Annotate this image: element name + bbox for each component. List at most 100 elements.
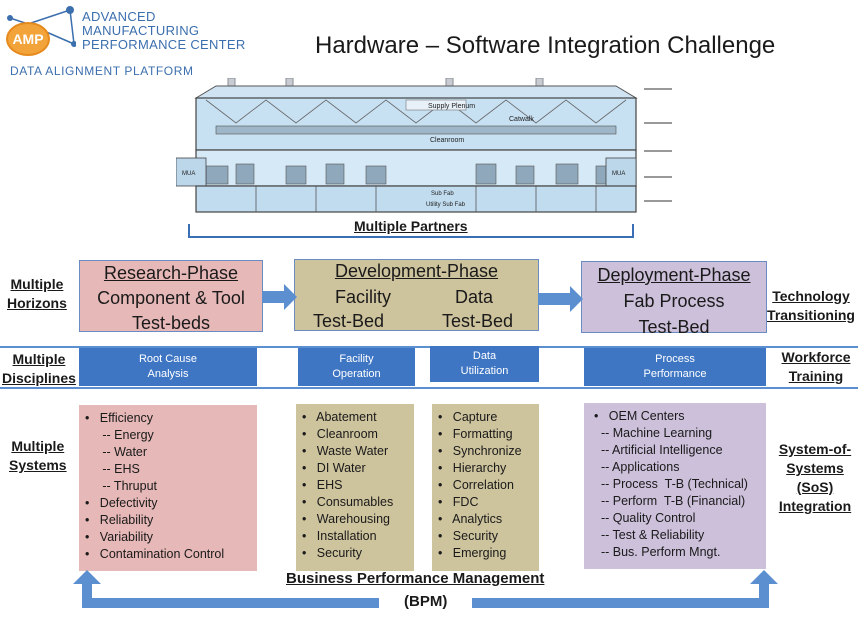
label-sub-fab: Sub Fab (431, 191, 454, 197)
label-line: Multiple (11, 438, 65, 454)
label-utility-sub-fab: Utility Sub Fab (426, 202, 466, 208)
arrow-right-icon (262, 284, 297, 310)
label-line: Disciplines (2, 370, 76, 386)
label-mua-left: MUA (182, 171, 195, 177)
list-item: -- Water (85, 445, 148, 459)
logo-text: AMP (12, 31, 44, 47)
list-item: • Installation (302, 529, 377, 543)
facility-testbed-label: Test-Bed (313, 310, 384, 332)
label-line: Integration (778, 498, 852, 514)
facility-testbed: Facility (335, 285, 391, 310)
cell-line: Facility (339, 353, 374, 365)
research-phase-box: Research-Phase Component & Tool Test-bed… (79, 260, 263, 333)
development-phase-title: Development-Phase (334, 261, 499, 281)
list-item: • Waste Water (302, 444, 389, 458)
label-line: Workforce (781, 349, 851, 365)
technology-transitioning-label: Technology Transitioning (764, 287, 858, 325)
cell-line: Root Cause (138, 353, 198, 365)
list-item: • EHS (302, 478, 343, 492)
list-item: • Defectivity (85, 496, 158, 510)
list-item: -- Machine Learning (594, 426, 713, 440)
deployment-phase-line: Test-Bed (638, 317, 710, 337)
label-line: (SoS) (796, 479, 834, 495)
multiple-disciplines-label: Multiple Disciplines (2, 350, 76, 388)
facility-systems-list: • Abatement • Cleanroom • Waste Water • DI … (296, 404, 414, 571)
research-phase-title: Research-Phase (103, 263, 239, 283)
cell-line: Operation (332, 368, 381, 380)
data-testbed-label: Test-Bed (442, 310, 513, 332)
list-item: • Formatting (438, 427, 513, 441)
label-line: Transitioning (767, 307, 855, 323)
bpm-title: Business Performance Management (286, 570, 545, 587)
amp-logo: AMP (6, 22, 50, 56)
list-item: • OEM Centers (594, 409, 685, 423)
cell-line: Analysis (147, 368, 189, 380)
list-item: • Variability (85, 530, 154, 544)
label-line: System-of- (778, 441, 852, 457)
list-item: -- Thruput (85, 479, 158, 493)
data-testbed: Data (455, 285, 493, 310)
list-item: • Security (438, 529, 498, 543)
list-item: • Security (302, 546, 362, 560)
org-line: ADVANCED (82, 9, 156, 24)
label-line: Technology (772, 288, 850, 304)
research-systems-list: • Efficiency -- Energy -- Water -- EHS -… (79, 405, 257, 571)
multiple-partners-label: Multiple Partners (351, 218, 471, 234)
partners-bracket (188, 224, 634, 238)
list-item: • DI Water (302, 461, 366, 475)
bpm-abbreviation: (BPM) (404, 593, 448, 610)
org-line: MANUFACTURING (82, 23, 200, 38)
label-catwalk: Catwalk (509, 116, 534, 123)
list-item: • Synchronize (438, 444, 522, 458)
list-item: • Reliability (85, 513, 154, 527)
dev-line: Test-Bed (442, 311, 514, 331)
list-item: • Emerging (438, 546, 507, 560)
cell-line: Utilization (460, 365, 509, 377)
arrow-right-icon (538, 286, 583, 312)
research-phase-line: Component & Tool (97, 288, 245, 308)
label-cleanroom: Cleanroom (430, 137, 464, 144)
list-item: -- Quality Control (594, 511, 696, 525)
label-line: Systems (9, 457, 67, 473)
multiple-horizons-label: Multiple Horizons (7, 275, 67, 313)
list-item: -- Energy (85, 428, 154, 442)
deployment-phase-line: Fab Process (623, 291, 725, 311)
list-item: • Contamination Control (85, 547, 225, 561)
list-item: • Efficiency (85, 411, 154, 425)
multiple-systems-label: Multiple Systems (9, 437, 67, 475)
cell-line: Data (472, 350, 497, 362)
list-item: • Cleanroom (302, 427, 378, 441)
band-bottom-line (0, 387, 858, 389)
cell-line: Process (655, 353, 695, 365)
list-item: -- Applications (594, 460, 680, 474)
list-item: • Analytics (438, 512, 503, 526)
org-name: ADVANCED MANUFACTURING PERFORMANCE CENTE… (82, 10, 246, 52)
cell-line: Performance (643, 368, 707, 380)
sos-integration-label: System-of- Systems (SoS) Integration (772, 440, 858, 516)
research-phase-line: Test-beds (131, 313, 211, 333)
deployment-phase-box: Deployment-Phase Fab Process Test-Bed (581, 261, 767, 337)
label-mua-right: MUA (612, 171, 625, 177)
list-item: • Abatement (302, 410, 377, 424)
workforce-training-label: Workforce Training (774, 348, 858, 386)
deployment-phase-title: Deployment-Phase (597, 265, 751, 285)
label-line: Multiple (12, 351, 66, 367)
label-line: Multiple (10, 276, 64, 292)
list-item: -- Artificial Intelligence (594, 443, 723, 457)
dev-line: Test-Bed (313, 311, 385, 331)
list-item: • Hierarchy (438, 461, 507, 475)
list-item: -- Perform T-B (Financial) (594, 494, 746, 508)
bpm-loop-arrow (73, 570, 778, 608)
list-item: -- EHS (85, 462, 140, 476)
list-item: • Capture (438, 410, 498, 424)
list-item: • Consumables (302, 495, 394, 509)
label-line: Systems (786, 460, 844, 476)
org-line: PERFORMANCE CENTER (82, 37, 246, 52)
data-systems-list: • Capture • Formatting • Synchronize • Hier… (432, 404, 539, 571)
dev-line: Facility (335, 287, 392, 307)
band-top-line (0, 346, 858, 348)
fab-building-illustration: Supply Plenum Catwalk Cleanroom MUA MUA … (176, 78, 672, 213)
label-line: Horizons (7, 295, 67, 311)
